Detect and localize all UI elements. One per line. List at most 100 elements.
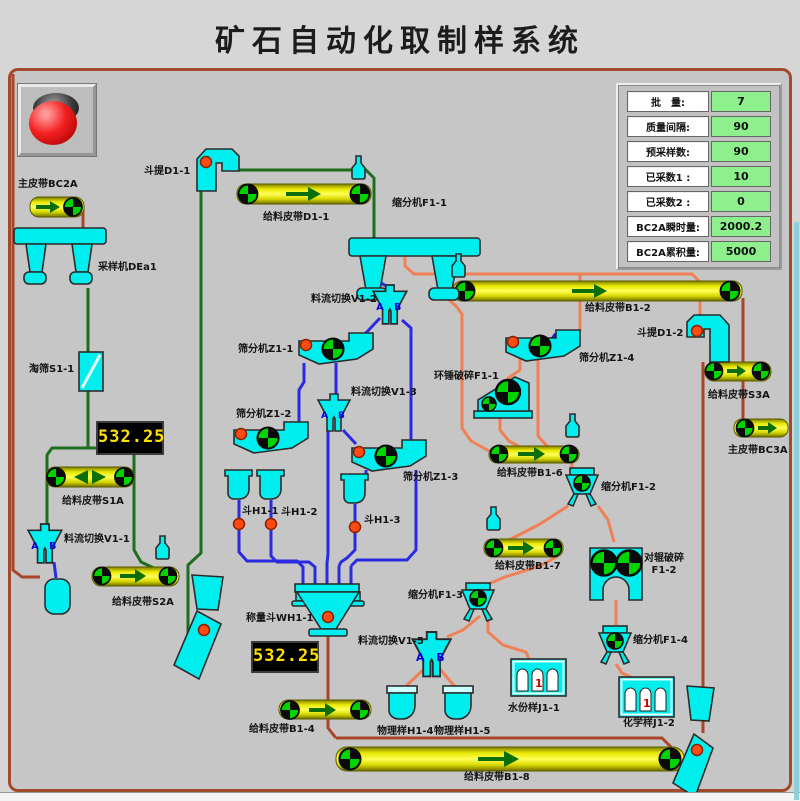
discharge-bucket-left[interactable] [191, 574, 224, 611]
label-roll-crusher-f1-2: 对辊破碎 F1-2 [644, 553, 684, 576]
stat-label: 已采数2 : [627, 191, 709, 212]
svg-text:B: B [338, 411, 345, 421]
ring-hammer-crusher-f1-1[interactable] [473, 376, 533, 419]
flow-switch-v1-1[interactable]: A B [26, 523, 64, 564]
label-feed-belt-s2a: 给料皮带S2A [112, 597, 174, 608]
flow-switch-v1-5[interactable]: A B [410, 631, 453, 678]
page-title: 矿石自动化取制样系统 [215, 24, 585, 59]
stat-label: 预采样数: [627, 141, 709, 162]
divider-f1-3[interactable] [462, 583, 494, 621]
sample-flask-3 [155, 535, 170, 560]
label-feed-belt-s1a: 给料皮带S1A [62, 496, 124, 507]
svg-text:B: B [436, 651, 444, 664]
stats-row: BC2A累积量:5000 [627, 241, 771, 262]
belt-feed-b1-4[interactable] [278, 699, 372, 720]
label-hopper-h1-3: 斗H1-3 [364, 515, 401, 526]
hopper-h1-3[interactable] [340, 473, 369, 504]
label-hopper-h1-1: 斗H1-1 [242, 506, 279, 517]
label-crusher-f1-1: 环锤破碎F1-1 [434, 371, 499, 382]
flow-switch-v1-3[interactable]: A B [316, 393, 352, 432]
hopper-h1-1[interactable] [224, 469, 253, 500]
sieve-s1-1[interactable] [78, 351, 104, 392]
label-screen-z1-2: 筛分机Z1-2 [236, 409, 292, 420]
svg-text:B: B [49, 541, 56, 552]
belt-main-bc3a[interactable] [733, 418, 789, 438]
label-sieve-s1-1: 淘筛S1-1 [29, 364, 75, 375]
belt-feed-b1-2[interactable] [452, 280, 743, 302]
stat-value: 7 [711, 91, 771, 112]
emergency-stop-button[interactable] [18, 84, 96, 156]
screen-z1-1[interactable] [299, 333, 373, 364]
canister-v1-1[interactable] [44, 578, 71, 615]
label-screen-z1-3: 筛分机Z1-3 [403, 472, 459, 483]
hopper-h1-2[interactable] [256, 469, 285, 500]
screen-z1-2[interactable] [234, 422, 308, 453]
label-flow-switch-v1-5: 料流切换V1-5 [358, 636, 424, 647]
process-lines-blue [52, 264, 558, 586]
sample-flask-5 [565, 413, 580, 438]
stats-row: 质量间隔:90 [627, 116, 771, 137]
discharge-bucket-right[interactable] [686, 685, 715, 722]
label-sampler-dea1: 采样机DEa1 [98, 262, 157, 273]
stats-row: 已采数1 :10 [627, 166, 771, 187]
sample-flask-1 [351, 155, 366, 180]
stat-value: 5000 [711, 241, 771, 262]
label-screen-z1-4: 筛分机Z1-4 [579, 353, 635, 364]
right-edge-line [794, 222, 799, 800]
label-flow-switch-v1-3: 料流切换V1-3 [351, 387, 417, 398]
sampler-dea1[interactable] [13, 227, 107, 285]
belt-feed-b1-8[interactable] [335, 746, 685, 772]
bottom-strip [0, 792, 800, 801]
stats-row: 已采数2 :0 [627, 191, 771, 212]
label-feed-belt-s3a: 给料皮带S3A [708, 390, 770, 401]
svg-text:A: A [376, 302, 384, 313]
weigh-hopper-wh1-1[interactable] [291, 583, 365, 637]
svg-text:A: A [416, 651, 425, 664]
label-screen-z1-1: 筛分机Z1-1 [238, 344, 294, 355]
stats-row: BC2A瞬时量:2000.2 [627, 216, 771, 237]
label-flow-switch-v1-2: 料流切换V1-2 [311, 294, 377, 305]
discharge-chute-left[interactable] [172, 609, 223, 681]
chemical-sample-box-j1-2[interactable]: 1 [618, 676, 675, 718]
weight-display-1: 532.25 [96, 421, 164, 455]
roll-crusher-f1-2[interactable] [589, 547, 643, 601]
bucket-elevator-d1-1[interactable] [196, 148, 240, 192]
stat-value: 10 [711, 166, 771, 187]
belt-feed-s3a[interactable] [704, 361, 772, 382]
hopper-h1-3-dot [348, 520, 362, 534]
physical-sample-bucket-h1-4[interactable] [386, 685, 418, 720]
screen-z1-3[interactable] [352, 440, 426, 471]
label-divider-f1-1: 缩分机F1-1 [392, 198, 447, 209]
svg-text:1: 1 [643, 697, 651, 710]
estop-mushroom-icon [29, 101, 77, 145]
belt-feed-d1-1[interactable] [236, 183, 372, 205]
label-weigh-hopper: 称量斗WH1-1 [246, 613, 314, 624]
label-physical-sample-h1-5: 物理样H1-5 [434, 726, 491, 737]
label-feed-belt-b1-4: 给料皮带B1-4 [249, 724, 315, 735]
stat-value: 0 [711, 191, 771, 212]
label-divider-f1-3: 缩分机F1-3 [408, 590, 463, 601]
label-moisture-sample-j1-1: 水份样J1-1 [508, 703, 560, 714]
stat-label: BC2A瞬时量: [627, 216, 709, 237]
divider-f1-4[interactable] [599, 626, 631, 664]
belt-feed-s1a[interactable] [45, 466, 135, 488]
label-main-belt-bc3a: 主皮带BC3A [728, 445, 788, 456]
flow-switch-v1-2[interactable]: A B [371, 284, 409, 325]
belt-feed-b1-6[interactable] [488, 444, 580, 464]
bucket-elevator-d1-2[interactable] [686, 314, 730, 363]
stats-row: 批 量:7 [627, 91, 771, 112]
screen-z1-4[interactable] [506, 330, 580, 361]
belt-feed-s2a[interactable] [91, 566, 180, 587]
belt-main-bc2a[interactable] [29, 196, 85, 218]
physical-sample-bucket-h1-5[interactable] [442, 685, 474, 720]
stats-panel: 批 量:7 质量间隔:90 预采样数:90 已采数1 :10 已采数2 :0 B… [616, 83, 782, 270]
svg-text:B: B [394, 302, 401, 313]
belt-feed-b1-7[interactable] [483, 538, 564, 558]
moisture-sample-box-j1-1[interactable]: 1 [510, 658, 567, 697]
label-physical-sample-h1-4: 物理样H1-4 [377, 726, 434, 737]
divider-f1-2[interactable] [566, 468, 598, 506]
stat-label: 质量间隔: [627, 116, 709, 137]
label-main-belt-bc2a: 主皮带BC2A [18, 179, 78, 190]
